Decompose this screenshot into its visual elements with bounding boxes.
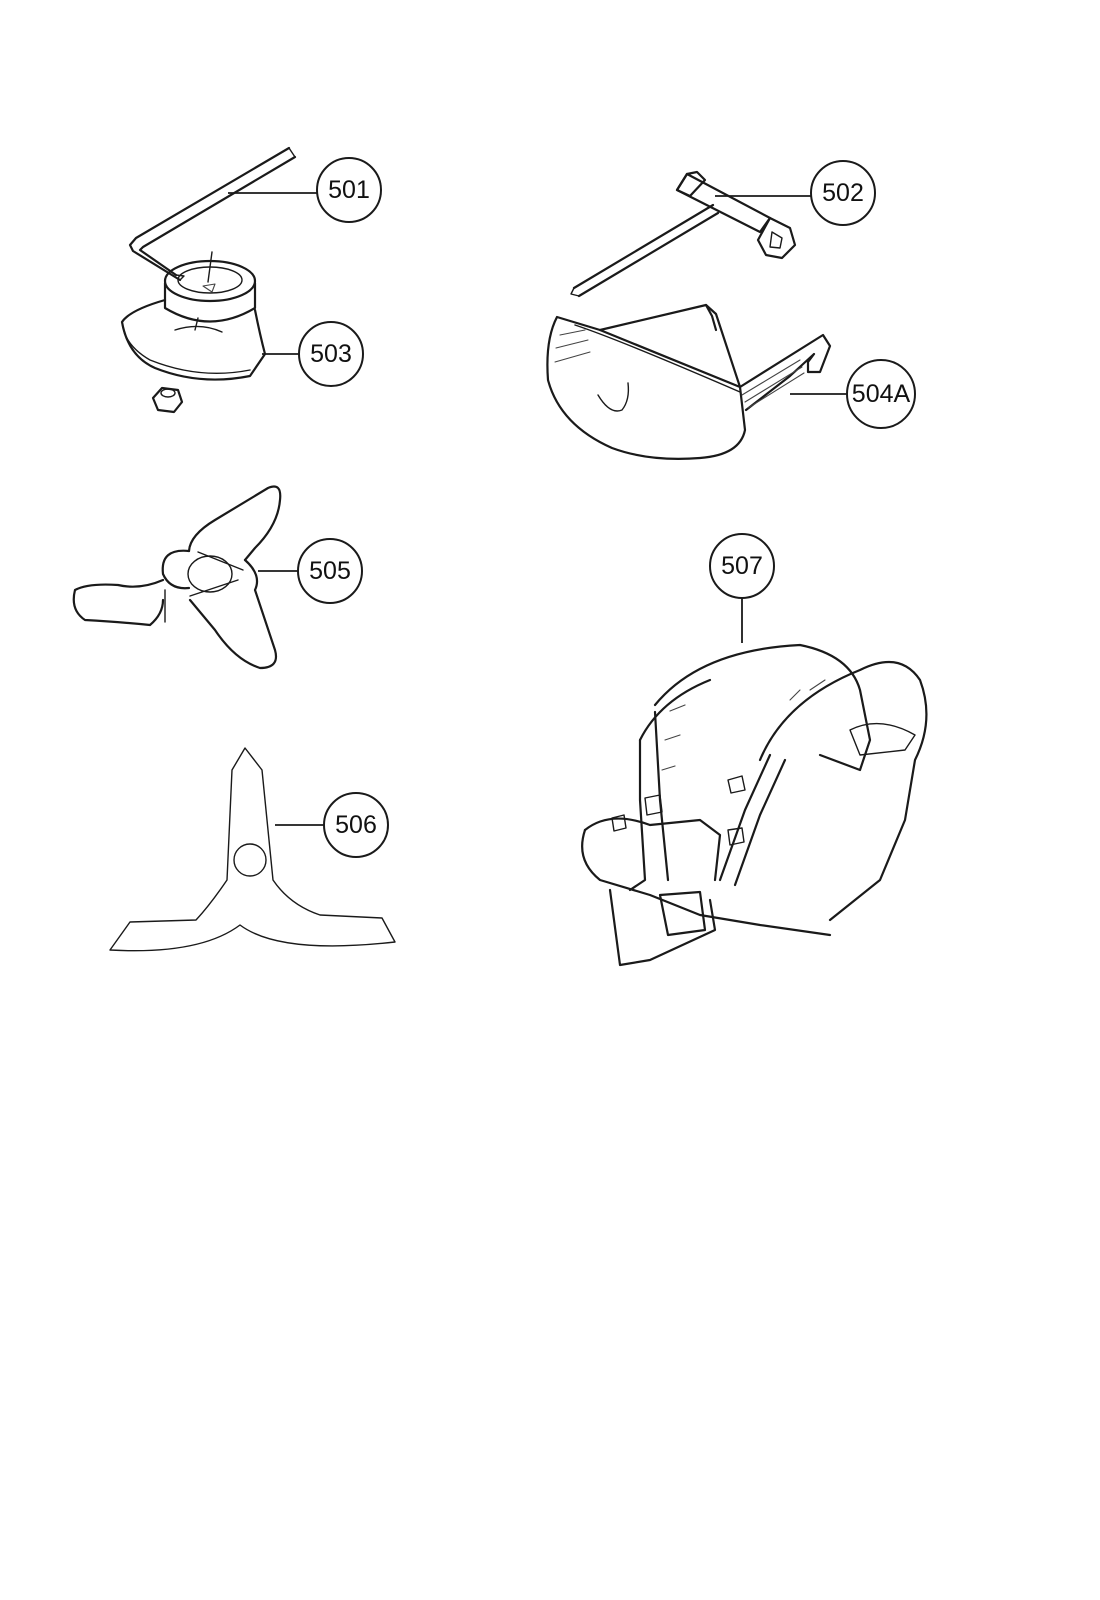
part-507-shoulder-harness xyxy=(581,643,928,967)
part-503-cup-assembly xyxy=(120,251,267,414)
part-506-tri-blade xyxy=(109,747,396,952)
callout-503: 503 xyxy=(262,321,364,387)
callout-505-label: 505 xyxy=(309,557,351,585)
callout-501-label: 501 xyxy=(328,176,370,204)
callout-502-label: 502 xyxy=(822,179,864,207)
part-505-three-point-blade xyxy=(72,485,282,670)
part-501-hex-key xyxy=(128,146,297,282)
callout-506: 506 xyxy=(275,792,389,858)
callout-507: 507 xyxy=(709,533,775,643)
callout-506-label: 506 xyxy=(335,811,377,839)
callout-501: 501 xyxy=(228,157,382,223)
callout-503-label: 503 xyxy=(310,340,352,368)
callout-504A-label: 504A xyxy=(852,380,911,408)
part-502-t-wrench xyxy=(570,170,797,298)
callout-507-label: 507 xyxy=(721,552,763,580)
callout-502: 502 xyxy=(715,160,876,226)
part-504A-safety-glasses xyxy=(546,303,832,460)
callout-504A: 504A xyxy=(790,359,916,429)
callout-505: 505 xyxy=(258,538,363,604)
